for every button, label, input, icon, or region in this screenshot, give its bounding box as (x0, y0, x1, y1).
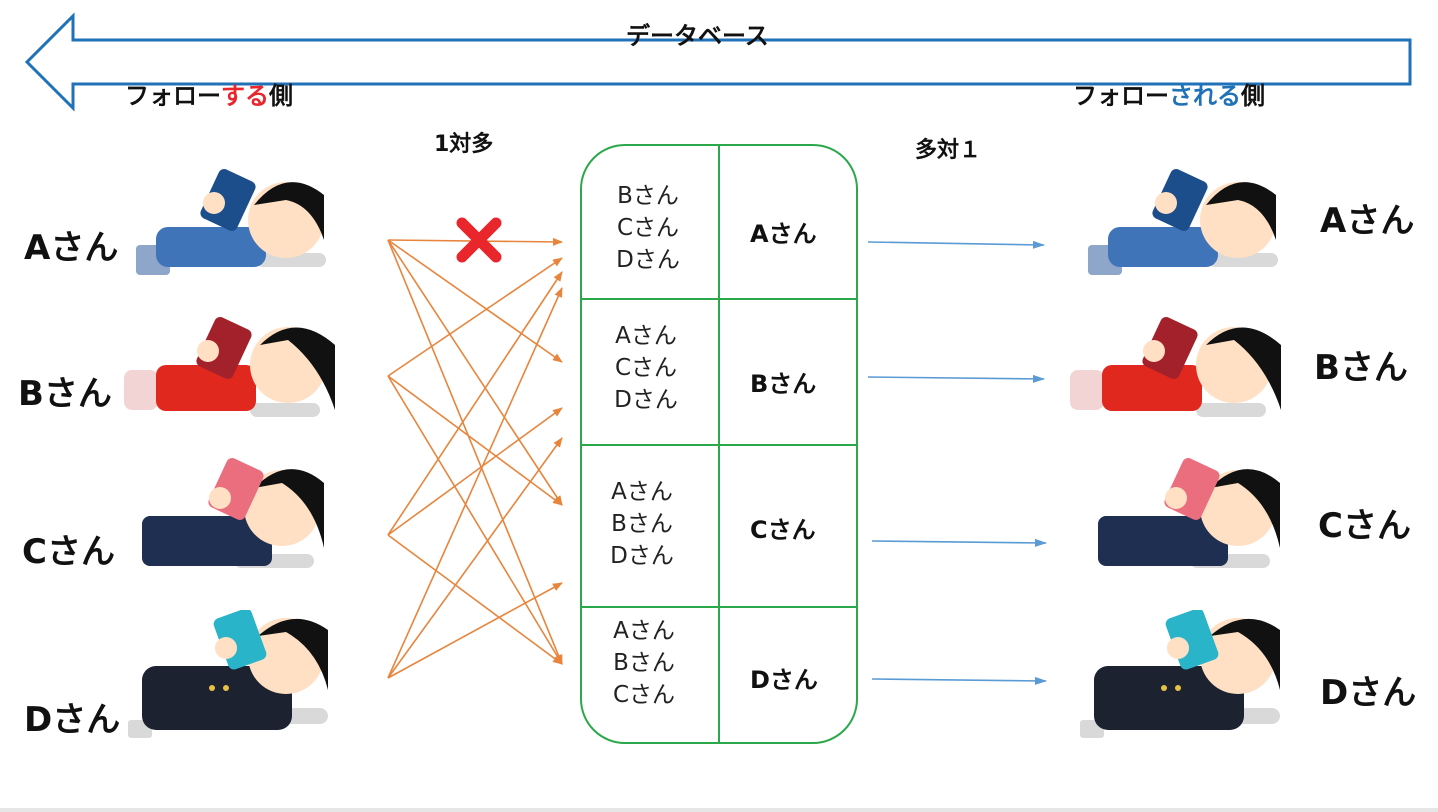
follower-entry: Bさん (617, 183, 679, 209)
follower-entry: Aさん (613, 618, 675, 644)
follower-side-accent: する (221, 82, 269, 110)
bottom-divider (0, 808, 1438, 812)
followed-side-suffix: 側 (1241, 82, 1265, 110)
follow-connector-arrow (387, 239, 563, 665)
follower-entry: Dさん (616, 247, 680, 273)
right-user-b: Bさん (1314, 348, 1408, 388)
right-user-c: Cさん (1318, 506, 1411, 546)
follow-connector-arrow (387, 437, 563, 679)
person-lying-with-phone-icon (1088, 169, 1278, 275)
right-user-a: Aさん (1320, 201, 1415, 241)
follow-connector-arrow (387, 239, 563, 506)
follower-entry: Dさん (614, 387, 678, 413)
left-arrow-icon (24, 12, 1412, 112)
person-lying-with-phone-icon (142, 458, 324, 568)
person-lying-with-phone-icon (124, 317, 335, 417)
cross-mark-icon (456, 217, 502, 263)
relation-one-to-many: 1対多 (434, 132, 494, 157)
followed-output-arrow (871, 676, 1047, 685)
left-user-b: Bさん (18, 374, 112, 414)
table-row-c-user: Cさん (750, 516, 816, 544)
relation-many-to-one: 多対１ (915, 138, 982, 163)
left-user-c: Cさん (22, 532, 115, 572)
person-lying-with-phone-icon (1080, 610, 1280, 738)
table-row-d-user: Dさん (750, 666, 818, 694)
followed-side-prefix: フォロー (1073, 82, 1169, 110)
follower-side-prefix: フォロー (125, 82, 221, 110)
follow-connector-arrow (387, 375, 563, 506)
left-user-d: Dさん (24, 700, 121, 740)
table-row-d-followers: Aさん Bさん Cさん (596, 615, 692, 711)
table-row-a-user: Aさん (750, 220, 817, 248)
follow-connector-arrow (387, 271, 563, 536)
follower-side-suffix: 側 (269, 82, 293, 110)
follow-connector-arrow (387, 287, 563, 679)
table-row-b-followers: Aさん Cさん Dさん (598, 320, 694, 416)
follower-entry: Dさん (610, 543, 674, 569)
follower-entry: Cさん (612, 682, 676, 708)
followed-output-arrow (871, 538, 1047, 547)
follower-entry: Cさん (616, 215, 680, 241)
table-row-b-user: Bさん (750, 370, 817, 398)
person-lying-with-phone-icon (1098, 458, 1280, 568)
person-lying-with-phone-icon (136, 169, 326, 275)
follow-connector-arrow (387, 534, 563, 665)
table-row-c-followers: Aさん Bさん Dさん (594, 476, 690, 572)
left-user-a: Aさん (24, 228, 119, 268)
person-lying-with-phone-icon (1070, 317, 1281, 417)
followed-output-arrow (867, 374, 1045, 383)
table-row-a-followers: Bさん Cさん Dさん (600, 180, 696, 276)
followed-output-arrow (867, 240, 1045, 249)
database-label: データベース (626, 22, 769, 50)
person-lying-with-phone-icon (128, 610, 328, 738)
follow-connector-arrow (387, 375, 563, 665)
follower-entry: Bさん (613, 650, 675, 676)
follow-connector-arrow (387, 407, 563, 536)
database-table (580, 144, 858, 744)
follower-entry: Bさん (611, 511, 673, 537)
follow-connector-arrow (387, 257, 563, 377)
follower-entry: Aさん (611, 479, 673, 505)
follower-side-title: フォローする側 (125, 76, 293, 111)
followed-side-accent: される (1169, 82, 1241, 110)
follower-entry: Cさん (614, 355, 678, 381)
follow-connector-arrow (387, 582, 563, 679)
follower-entry: Aさん (615, 323, 677, 349)
followed-side-title: フォローされる側 (1073, 76, 1265, 111)
right-user-d: Dさん (1320, 673, 1417, 713)
